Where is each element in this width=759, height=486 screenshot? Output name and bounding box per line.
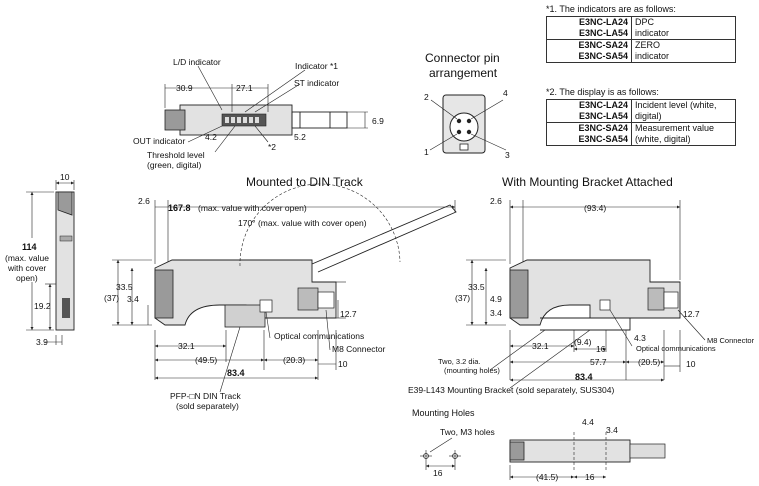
max-value-label: (max. value [5,253,49,263]
din-dim-167-8: 167.8 [168,203,191,213]
dim-19-2: 19.2 [34,301,51,311]
bracket-dim-4-3: 4.3 [634,333,646,343]
top-view: 30.9 27.1 6.9 4.2 5.2 L/D indicator Indi… [133,57,384,170]
din-track-view: Mounted to DIN Track 170° (max. value wi… [104,175,457,411]
note2-title: *2. The display is as follows: [546,87,659,97]
top-view-cable [291,111,348,129]
bottom-view-body [509,439,631,463]
din-m8-label: M8 Connector [332,344,386,354]
pfp-label-2: (sold separately) [176,401,239,411]
bracket-dim-57-7: 57.7 [590,357,607,367]
din-dim-32-1: 32.1 [178,341,195,351]
din-dim-3-4: 3.4 [127,294,139,304]
indicator-label: Indicator *1 [295,61,338,71]
bracket-holes-label: Two, 3.2 dia. [438,357,481,366]
dim-5-2: 5.2 [294,132,306,142]
bracket-dim-83-4: 83.4 [575,372,593,382]
din-dim-167-8-note: (max. value with cover open) [198,203,307,213]
desc-cell: Measurement value(white, digital) [631,122,736,146]
dim-27-1: 27.1 [236,83,253,93]
bracket-dim-32-1: 32.1 [532,341,549,351]
max-value-label-2: with cover [7,263,46,273]
bracket-dim-10: 10 [686,359,696,369]
bracket-holes-label-2: (mounting holes) [444,366,500,375]
max-value-label-3: open) [16,273,38,283]
holes-dim-16b: 16 [585,472,595,482]
bracket-dim-3-4: 3.4 [490,308,502,318]
din-dim-12-7: 12.7 [340,309,357,319]
pin-3: 3 [505,150,510,160]
dim-3-9: 3.9 [36,337,48,347]
mounting-holes: Mounting Holes Two, M3 holes 16 4.4 3.4 … [412,408,666,482]
din-dim-33-5: 33.5 [116,282,133,292]
side-view: 10 114 (max. value with cover open) 19.2… [5,172,75,347]
out-indicator-label: OUT indicator [133,136,185,146]
mounting-holes-title: Mounting Holes [412,408,475,418]
threshold-label: Threshold level [147,150,205,160]
e39-label: E39-L143 Mounting Bracket (sold separate… [408,385,614,395]
din-dim-83-4: 83.4 [227,368,245,378]
bracket-dim-2-6: 2.6 [490,196,502,206]
bracket-title: With Mounting Bracket Attached [502,175,673,189]
dim-114: 114 [22,242,37,252]
din-dim-20-3: (20.3) [283,355,305,365]
m8-connector [317,291,335,309]
mounting-bracket [540,317,631,331]
din-dim-49-5: (49.5) [195,355,217,365]
top-view-end [164,109,186,131]
bracket-dim-9-4: (9.4) [574,337,592,347]
bracket-optical-label: Optical communications [636,344,716,353]
din-optical-label: Optical communications [274,331,364,341]
din-dim-2-6: 2.6 [138,196,150,206]
din-track [224,304,266,328]
connector-title: Connector pin [425,51,500,65]
star2-label: *2 [268,142,276,152]
bracket-sensor-body [509,259,681,326]
holes-dim-3-4: 3.4 [606,425,618,435]
din-dim-37: (37) [104,293,119,303]
holes-dim-4-4: 4.4 [582,417,594,427]
bracket-dim-12-7: 12.7 [683,309,700,319]
pin-2: 2 [424,92,429,102]
bracket-dim-93-4: (93.4) [584,203,606,213]
holes-dim-41-5: (41.5) [536,472,558,482]
bracket-dim-16: 16 [596,344,606,354]
dim-6-9: 6.9 [372,116,384,126]
ld-indicator-label: L/D indicator [173,57,221,67]
connector-pin-arrangement: Connector pin arrangement 2 4 1 3 [424,51,510,160]
optical-port [259,299,273,313]
bracket-dim-4-9: 4.9 [490,294,502,304]
m3-holes-label: Two, M3 holes [440,427,495,437]
pin-4: 4 [503,88,508,98]
bracket-dim-33-5: 33.5 [468,282,485,292]
connector-title-2: arrangement [429,66,498,80]
dim-30-9: 30.9 [176,83,193,93]
pin-1: 1 [424,147,429,157]
din-title: Mounted to DIN Track [246,175,364,189]
dim-10: 10 [60,172,70,182]
din-sensor-body [154,259,337,326]
holes-dim-16: 16 [433,468,443,478]
bracket-dim-37: (37) [455,293,470,303]
din-dim-10: 10 [338,359,348,369]
dim-4-2: 4.2 [205,132,217,142]
bracket-view: With Mounting Bracket Attached 2.6 (93.4… [408,175,755,395]
threshold-label-2: (green, digital) [147,160,202,170]
note1-title: *1. The indicators are as follows: [546,4,676,14]
pfp-label: PFP-□N DIN Track [170,391,242,401]
bracket-m8-label: M8 Connector [707,336,755,345]
st-indicator-label: ST indicator [294,78,339,88]
bracket-dim-20-5: (20.5) [638,357,660,367]
angle-label: 170° (max. value with cover open) [238,218,367,228]
